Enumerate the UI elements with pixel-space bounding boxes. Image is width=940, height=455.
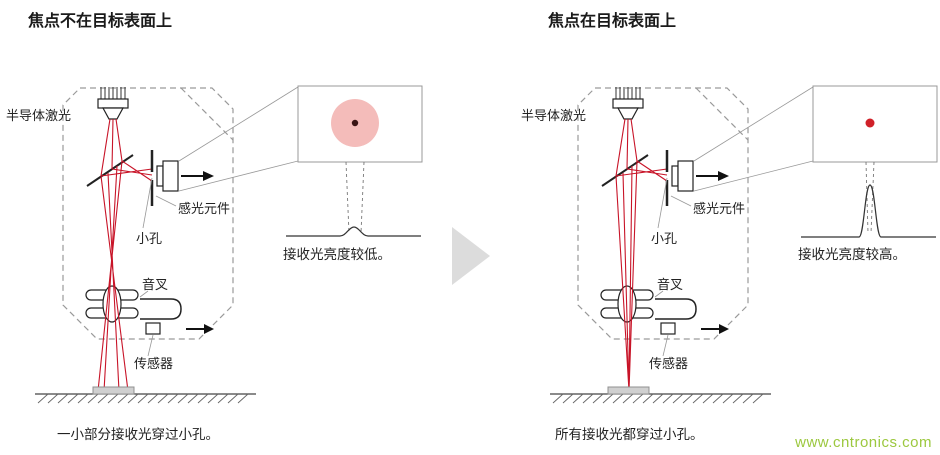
photodetector-barrel [162, 160, 179, 192]
sensor-label: 传感器 [134, 356, 173, 371]
detector-output-arrow-icon [203, 171, 214, 181]
tuning-fork-leader [654, 290, 664, 298]
laser-nose [616, 107, 640, 120]
mirror [601, 154, 649, 187]
laser-mount-hatch [100, 87, 126, 99]
diagram-focused: 焦点在目标表面上 [521, 11, 938, 442]
focused-light-dot [865, 118, 875, 128]
fork-bracket [140, 298, 182, 320]
inset-caption: 接收光亮度较高。 [798, 246, 906, 262]
projection-dash-right [360, 161, 365, 234]
laser-body [97, 98, 129, 109]
laser-nose [101, 107, 125, 120]
sensor-box [660, 322, 676, 335]
bottom-caption: 所有接收光都穿过小孔。 [555, 426, 704, 442]
sensor-head-outline [62, 87, 234, 340]
sensor-head-outline [577, 87, 749, 340]
tuning-fork-label: 音叉 [657, 277, 683, 292]
fork-bracket [655, 298, 697, 320]
photodetector-leader [155, 195, 177, 207]
intensity-curve-low [286, 226, 421, 237]
spot-center-dot [351, 119, 359, 127]
target-pad [92, 386, 135, 395]
tuning-fork-assembly [85, 285, 214, 335]
photodetector-label: 感光元件 [178, 201, 230, 216]
inset-leader-top [693, 86, 814, 162]
fork-output-arrow-icon [719, 324, 729, 334]
sensor-label: 传感器 [649, 356, 688, 371]
watermark: www.cntronics.com [795, 434, 932, 451]
sensor-leader [147, 334, 154, 357]
bottom-caption: 一小部分接收光穿过小孔。 [57, 426, 219, 442]
target-pad [607, 386, 650, 395]
sensor-leader [662, 334, 669, 357]
laser-label: 半导体激光 [6, 108, 71, 123]
pinhole-leader [142, 177, 153, 229]
diagram-defocused: 焦点不在目标表面上 [6, 11, 423, 442]
laser-beams [615, 118, 668, 392]
inset-caption: 接收光亮度较低。 [283, 246, 391, 262]
inset-leader-bottom [178, 160, 299, 192]
sensor-head-corner-cut [180, 87, 234, 141]
photodetector-label: 感光元件 [693, 201, 745, 216]
target-surface-hatch [37, 393, 249, 404]
projection-dash-left [345, 161, 350, 234]
next-arrow-icon [452, 227, 490, 285]
laser-label: 半导体激光 [521, 108, 586, 123]
photodetector-barrel [677, 160, 694, 192]
photodetector-flange [671, 165, 679, 187]
mirror [86, 154, 134, 187]
pinhole-label: 小孔 [651, 231, 677, 246]
target-surface-hatch [552, 393, 764, 404]
pinhole-label: 小孔 [136, 231, 162, 246]
fork-output-arrow-icon [204, 324, 214, 334]
intensity-curve-high [801, 184, 936, 238]
panel-title: 焦点在目标表面上 [547, 11, 676, 30]
sensor-box [145, 322, 161, 335]
photodetector-flange [156, 165, 164, 187]
laser-body [612, 98, 644, 109]
panel-title: 焦点不在目标表面上 [27, 11, 172, 30]
inset-leader-top [178, 86, 299, 162]
tuning-fork-label: 音叉 [142, 277, 168, 292]
sensor-head-corner-cut [695, 87, 749, 141]
inset-leader-bottom [693, 160, 814, 192]
tuning-fork-assembly [600, 285, 729, 335]
laser-mount-hatch [615, 87, 641, 99]
pinhole-leader [657, 177, 668, 229]
laser-beams [97, 118, 153, 392]
detector-output-arrow-icon [718, 171, 729, 181]
inset-box [812, 85, 938, 163]
tuning-fork-leader [139, 290, 149, 298]
photodetector-leader [670, 195, 692, 207]
